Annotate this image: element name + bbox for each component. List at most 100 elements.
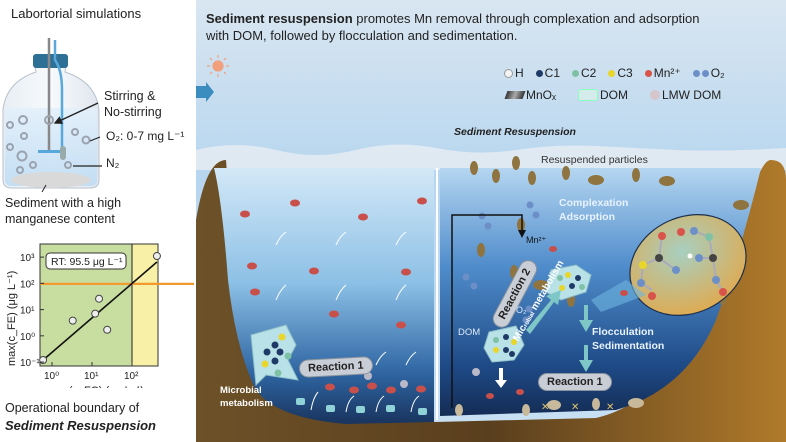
fit-line [42,261,158,361]
carbon3-atom-icon [608,69,616,77]
dom-complex-right-upper [545,264,592,301]
legend-h: H [504,66,524,80]
legend-label: C3 [617,66,633,80]
data-point [152,252,161,261]
sediment-label: Sediment with a high manganese content [5,195,121,227]
svg-text:✕: ✕ [606,402,614,413]
stirring-label-line1: Stirring & [104,89,156,103]
sun-icon [207,55,229,77]
legend-label: DOM [599,88,628,102]
data-point [103,325,112,334]
mn2-label: Mn²⁺ [526,235,547,245]
microbial-arrow [526,290,561,334]
threshold-label-box [45,252,127,270]
dom-scene-label: DOM [458,327,481,338]
legend-row1: H C1 C2 C3 Mn²⁺ O₂ [504,66,725,80]
adsorption-label: Adsorption [559,211,615,223]
o2-scene-label: O₂ [516,305,527,315]
complexation-label: Complexation [559,197,629,209]
microbial-left-line1: Microbial [220,385,262,396]
data-point [91,309,100,318]
legend-row2: MnOₓ DOM LMW DOM [504,88,722,102]
resuspension-bracket [451,214,523,408]
bottle-cap [33,54,68,68]
main-description: Sediment resuspension promotes Mn remova… [206,10,700,44]
y-tick-label: 10³ [20,253,35,264]
legend-label: C1 [544,66,561,80]
svg-text:✕: ✕ [541,402,549,413]
region-above-boundary [132,244,158,366]
flocculation-arrow-2 [579,345,593,372]
threshold-label: RT: 95.5 μg L⁻¹ [51,256,123,268]
carbon1-atom-icon [535,69,543,77]
dom-complex-left [250,324,299,387]
lab-simulations-title: Labortorial simulations [11,6,142,21]
blocked-marks: ✕ ✕ ✕ [541,402,614,413]
lake-scene: ✕ ✕ ✕ Sediment resuspension promotes Mn re… [196,0,786,442]
n2-label: N₂ [106,156,120,170]
carbon2-atom-icon [572,69,580,77]
y-axis-label: max(c_FE) (μg L⁻¹) [6,271,18,366]
x-axis-label: max(c_FC) (μg L⁻¹) [48,385,144,388]
legend-mnox: MnOₓ [504,88,556,102]
legend-c3: C3 [608,66,633,80]
description-bold: Sediment resuspension [206,11,353,26]
oxygen-molecule-icon [692,69,700,77]
dom-icon [577,89,598,101]
o2-label: O₂: 0-7 mg L⁻¹ [106,129,185,143]
legend-c2: C2 [572,66,596,80]
x-tick-label: 10⁰ [44,371,59,382]
legend-label: Mn²⁺ [653,66,681,80]
svg-text:✕: ✕ [571,402,579,413]
scene-background: ✕ ✕ ✕ [196,0,786,442]
gas-bubbles [6,115,91,174]
y-tick-label: 10¹ [20,306,35,317]
description-line1: promotes Mn removal through complexation… [352,11,700,26]
hydrogen-atom-icon [504,68,513,78]
x-tick-label: 10¹ [84,371,99,382]
lmw-dom-fragments-left [296,398,427,415]
manganese-ion-icon [644,69,652,77]
microbial-left-line2: metabolism [220,398,273,409]
caption-line2: Sediment Resuspension [5,418,156,433]
legend-label: MnOₓ [526,88,556,102]
description-line2: with DOM, followed by flocculation and s… [206,28,518,43]
stirring-label: Stirring & No-stirring [104,88,162,120]
data-point [95,294,104,303]
legend-label: H [515,66,524,80]
y-tick-label: 10² [20,279,35,290]
mnox-particle-icon [504,91,526,99]
legend-label: O₂ [710,66,725,80]
flocculation-sedimentation-label: Flocculation Sedimentation [592,325,664,353]
resuspended-particles [470,156,749,307]
upward-arrows [275,231,420,413]
arrow-to-scene-icon [196,82,214,102]
legend-lmw-dom: LMW DOM [649,88,722,102]
sediment-label-line2: manganese content [5,212,115,226]
caption-line1: Operational boundary of [5,401,140,415]
flocculation-arrow-1 [579,305,593,332]
dom-complex-right-lower [483,325,525,363]
legend-c1: C1 [535,66,561,80]
sediment-particles-right [455,398,644,416]
oxygen-molecules [462,201,540,324]
legend-o2: O₂ [692,66,725,80]
legend-dom: DOM [577,88,628,102]
plot-frame [39,243,159,367]
mn-ions-right [486,246,628,399]
sediment-label-line1: Sediment with a high [5,196,122,210]
stirring-label-line2: No-stirring [104,105,162,119]
legend-label: LMW DOM [661,88,722,102]
sedimentation-label: Sedimentation [592,340,665,352]
reaction1-cloud-right: Reaction 1 [538,373,612,391]
mn-ions-left [240,197,427,394]
legend-label: C2 [581,66,597,80]
resuspended-particles-label: Resuspended particles [541,154,648,166]
legend-mn: Mn²⁺ [644,66,681,80]
reaction1-cloud-left: Reaction 1 [298,356,374,378]
bottle-illustration [2,38,102,193]
lmw-dom-icon [649,90,660,100]
flocculation-label: Flocculation [592,326,654,338]
y-tick-label: 10⁰ [20,332,35,343]
